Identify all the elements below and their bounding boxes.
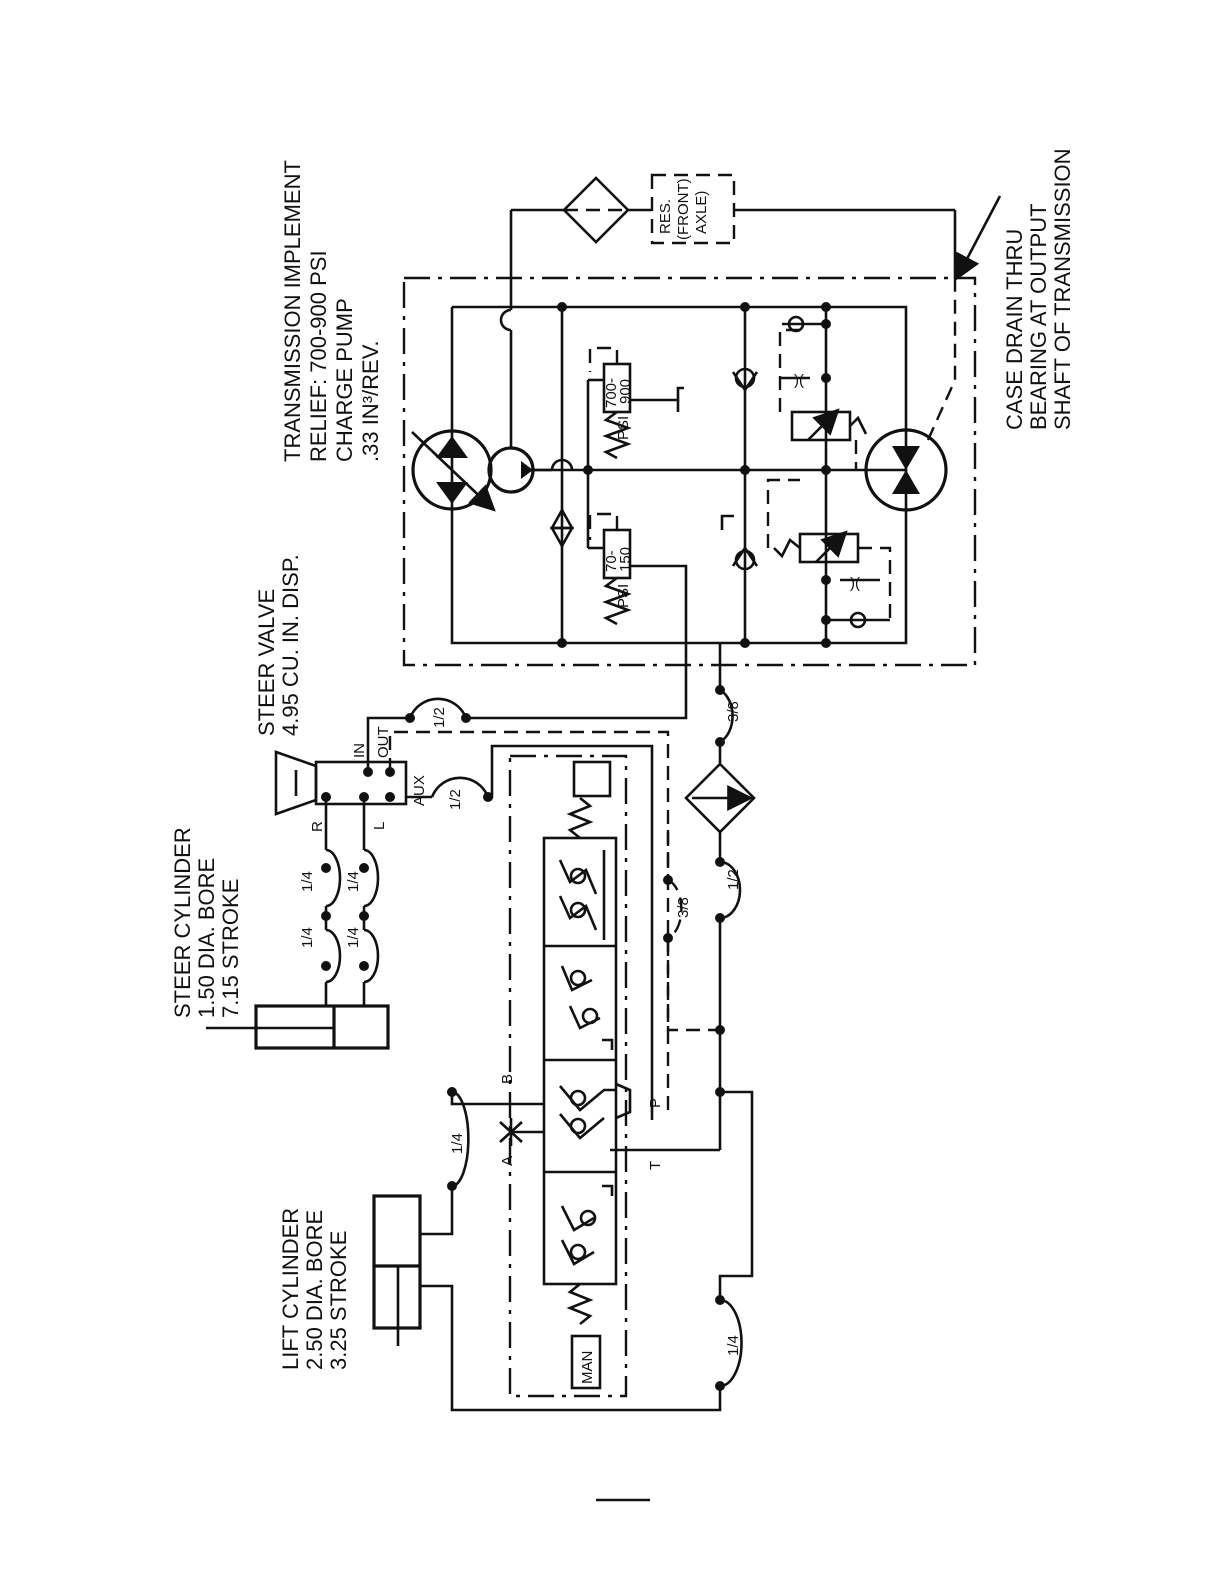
junction-dot bbox=[740, 465, 750, 475]
size-label: 1/4 bbox=[345, 871, 362, 892]
relief-valve-700-900 bbox=[586, 346, 684, 470]
case-drain-pointer bbox=[955, 195, 1002, 281]
case-drain-line bbox=[926, 278, 957, 441]
check-valve-small-upper bbox=[782, 315, 826, 333]
hydraulic-motor bbox=[864, 428, 948, 512]
transmission-label-line: RELIEF: 700-900 PSI bbox=[306, 250, 331, 462]
junction-dot bbox=[821, 638, 831, 648]
size-label: 1/2 bbox=[447, 789, 464, 810]
control-valve-bank bbox=[450, 754, 632, 1398]
size-label: 1/4 bbox=[725, 1335, 742, 1356]
port-a-label: A bbox=[499, 1156, 516, 1166]
port-r-label: R bbox=[309, 821, 326, 832]
port-aux-label: AUX bbox=[411, 775, 428, 806]
check-valve-lower bbox=[731, 545, 759, 571]
port-t-label: T bbox=[647, 1161, 664, 1170]
top-return-filter bbox=[511, 176, 652, 244]
transmission-label-line: CHARGE PUMP bbox=[332, 298, 357, 462]
steer-cylinder bbox=[206, 1004, 390, 1050]
check-valve-upper bbox=[731, 367, 759, 393]
junction-dot bbox=[740, 302, 750, 312]
relief-700-label-line: 700- bbox=[603, 378, 620, 408]
charge-pump bbox=[487, 210, 574, 494]
pressure-line bbox=[420, 643, 756, 1412]
steer-valve bbox=[274, 650, 688, 1120]
port-out-label: OUT bbox=[375, 726, 392, 758]
junction-dot bbox=[557, 638, 567, 648]
case-drain-label-line: SHAFT OF TRANSMISSION bbox=[1050, 148, 1075, 430]
size-label: 1/2 bbox=[725, 869, 742, 890]
port-in-label: IN bbox=[351, 743, 368, 758]
case-port-line bbox=[720, 514, 734, 530]
port-labels: IN OUT AUX R L A B P T MAN bbox=[309, 726, 664, 1384]
pilot-relief-upper: )( bbox=[778, 328, 868, 470]
steer-cylinder-label-line: STEER CYLINDER bbox=[170, 827, 195, 1018]
lift-cylinder-label-line: LIFT CYLINDER bbox=[278, 1208, 303, 1370]
hose-size-labels: 1/2 1/2 1/2 3/8 3/8 1/4 1/4 1/4 1/4 1/4 … bbox=[299, 701, 742, 1356]
case-drain-label: CASE DRAIN THRU BEARING AT OUTPUT SHAFT … bbox=[1002, 148, 1075, 430]
case-drain-label-line: BEARING AT OUTPUT bbox=[1026, 203, 1051, 430]
size-label: 1/4 bbox=[299, 927, 316, 948]
junction-dot bbox=[821, 575, 831, 585]
lift-cylinder-label: LIFT CYLINDER 2.50 DIA. BORE 3.25 STROKE bbox=[278, 1208, 351, 1370]
relief-700-label-line: 900 bbox=[617, 379, 634, 404]
transmission-label-line: .33 IN³/REV. bbox=[358, 341, 383, 462]
size-label: 1/4 bbox=[345, 927, 362, 948]
size-label: 1/4 bbox=[449, 1133, 466, 1154]
junction-dot bbox=[821, 302, 831, 312]
bypass-valve bbox=[549, 507, 575, 549]
reservoir-label-line: RES. bbox=[657, 199, 674, 234]
relief-700-label: 700- 900 PSI bbox=[603, 378, 634, 440]
reservoir-label-line: AXLE) bbox=[693, 191, 710, 234]
star-marker bbox=[499, 1118, 523, 1146]
steer-lines bbox=[312, 797, 380, 1008]
steer-cylinder-label-line: 7.15 STROKE bbox=[218, 879, 243, 1018]
lift-cylinder bbox=[372, 1194, 422, 1346]
relief-70-label-line: 150 bbox=[617, 547, 634, 572]
port-l-label: L bbox=[371, 822, 388, 830]
dashed-drain-line bbox=[663, 830, 720, 1032]
reservoir-label: RES. (FRONT) AXLE) bbox=[657, 178, 710, 240]
case-drain-label-line: CASE DRAIN THRU bbox=[1002, 229, 1027, 430]
steer-cylinder-label-line: 1.50 DIA. BORE bbox=[194, 858, 219, 1018]
relief-70-label-line: 70- bbox=[603, 550, 620, 572]
transmission-assembly: )( )( bbox=[402, 195, 1002, 667]
lift-hose bbox=[420, 1087, 470, 1236]
transmission-outer-boundary bbox=[402, 276, 977, 667]
reservoir-label-line: (FRONT) bbox=[675, 178, 692, 240]
variable-pump bbox=[411, 429, 496, 512]
check-valve-small-lower bbox=[826, 611, 890, 629]
lift-cylinder-label-line: 2.50 DIA. BORE bbox=[302, 1210, 327, 1370]
steer-valve-label-line: 4.95 CU. IN. DISP. bbox=[278, 554, 303, 736]
size-label: 3/8 bbox=[725, 701, 742, 722]
junction-dot bbox=[821, 373, 831, 383]
pilot-relief-lower: )( bbox=[766, 478, 892, 620]
size-label: 3/8 bbox=[675, 897, 692, 918]
relief-700-label-line: PSI bbox=[615, 416, 632, 440]
relief-70-label-line: PSI bbox=[615, 584, 632, 608]
reservoir bbox=[650, 173, 957, 278]
steer-valve-label-line: STEER VALVE bbox=[254, 589, 279, 736]
transmission-label: TRANSMISSION IMPLEMENT RELIEF: 700-900 P… bbox=[280, 160, 383, 462]
port-p-label: P bbox=[647, 1098, 664, 1108]
junction-dot bbox=[740, 638, 750, 648]
svg-text:)(: )( bbox=[794, 372, 804, 389]
steer-cylinder-label: STEER CYLINDER 1.50 DIA. BORE 7.15 STROK… bbox=[170, 827, 243, 1018]
relief-70-label: 70- 150 PSI bbox=[603, 547, 634, 608]
port-b-label: B bbox=[499, 1074, 516, 1084]
junction-dot bbox=[821, 465, 831, 475]
junction-dot bbox=[557, 302, 567, 312]
transmission-label-line: TRANSMISSION IMPLEMENT bbox=[280, 160, 305, 462]
size-label: 1/4 bbox=[299, 871, 316, 892]
steer-valve-label: STEER VALVE 4.95 CU. IN. DISP. bbox=[254, 554, 303, 736]
lift-cylinder-label-line: 3.25 STROKE bbox=[326, 1231, 351, 1370]
man-label: MAN bbox=[579, 1351, 596, 1384]
relief-valve-70-150 bbox=[586, 470, 688, 650]
transmission-inner-circuit bbox=[450, 305, 908, 645]
svg-text:)(: )( bbox=[850, 575, 860, 592]
size-label: 1/2 bbox=[431, 707, 448, 728]
